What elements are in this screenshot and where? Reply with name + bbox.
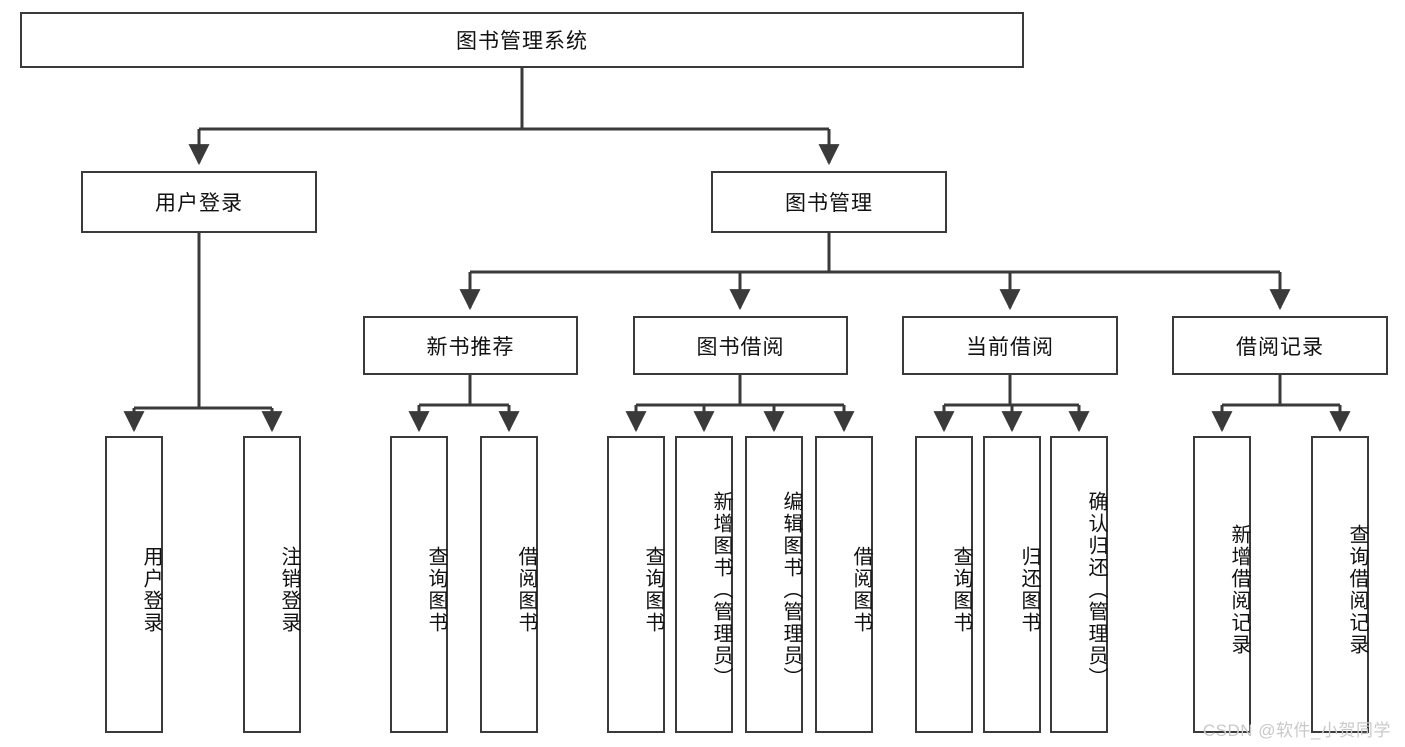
- node-leaf-add-record-label: 新增借阅记录: [1228, 523, 1250, 656]
- node-leaf-query-book-2[interactable]: 查询图书: [607, 436, 665, 733]
- node-root-label: 图书管理系统: [456, 30, 588, 53]
- node-leaf-return-book-label: 归还图书: [1018, 545, 1040, 634]
- node-book-borrow[interactable]: 图书借阅: [633, 316, 848, 375]
- node-leaf-user-login-label: 用户登录: [140, 545, 162, 634]
- node-book-manage[interactable]: 图书管理: [711, 171, 947, 233]
- node-leaf-query-book-1-label: 查询图书: [425, 545, 447, 634]
- node-borrow-record[interactable]: 借阅记录: [1172, 316, 1388, 375]
- node-leaf-borrow-book-1[interactable]: 借阅图书: [480, 436, 538, 733]
- node-new-book-rec-label: 新书推荐: [426, 335, 515, 359]
- node-leaf-borrow-book-2[interactable]: 借阅图书: [815, 436, 873, 733]
- node-leaf-query-book-3-label: 查询图书: [950, 545, 972, 634]
- node-leaf-confirm-return[interactable]: 确认归还（管理员）: [1050, 436, 1108, 733]
- node-current-borrow[interactable]: 当前借阅: [902, 316, 1118, 375]
- node-leaf-borrow-book-2-label: 借阅图书: [850, 545, 872, 634]
- node-leaf-add-book-label: 新增图书（管理员）: [710, 490, 732, 689]
- node-current-borrow-label: 当前借阅: [966, 335, 1054, 359]
- node-leaf-query-book-1[interactable]: 查询图书: [390, 436, 448, 733]
- node-root[interactable]: 图书管理系统: [20, 12, 1024, 68]
- node-book-manage-label: 图书管理: [785, 192, 873, 215]
- node-new-book-rec[interactable]: 新书推荐: [363, 316, 578, 375]
- node-leaf-edit-book-label: 编辑图书（管理员）: [780, 490, 802, 689]
- node-leaf-confirm-return-label: 确认归还（管理员）: [1085, 490, 1107, 689]
- node-leaf-user-login[interactable]: 用户登录: [105, 436, 163, 733]
- node-user-login-label: 用户登录: [155, 192, 243, 215]
- node-leaf-borrow-book-1-label: 借阅图书: [515, 545, 537, 634]
- watermark: CSDN @软件_小贺同学: [1202, 721, 1391, 740]
- node-leaf-query-book-3[interactable]: 查询图书: [915, 436, 973, 733]
- node-borrow-record-label: 借阅记录: [1236, 335, 1324, 359]
- node-leaf-add-record[interactable]: 新增借阅记录: [1193, 436, 1251, 733]
- node-leaf-logout-label: 注销登录: [278, 545, 300, 634]
- node-leaf-query-record[interactable]: 查询借阅记录: [1311, 436, 1369, 733]
- node-user-login[interactable]: 用户登录: [81, 171, 317, 233]
- node-leaf-query-book-2-label: 查询图书: [642, 545, 664, 634]
- node-leaf-logout[interactable]: 注销登录: [243, 436, 301, 733]
- node-leaf-add-book[interactable]: 新增图书（管理员）: [675, 436, 733, 733]
- node-leaf-edit-book[interactable]: 编辑图书（管理员）: [745, 436, 803, 733]
- node-leaf-return-book[interactable]: 归还图书: [983, 436, 1041, 733]
- node-leaf-query-record-label: 查询借阅记录: [1346, 523, 1368, 656]
- node-book-borrow-label: 图书借阅: [696, 335, 785, 359]
